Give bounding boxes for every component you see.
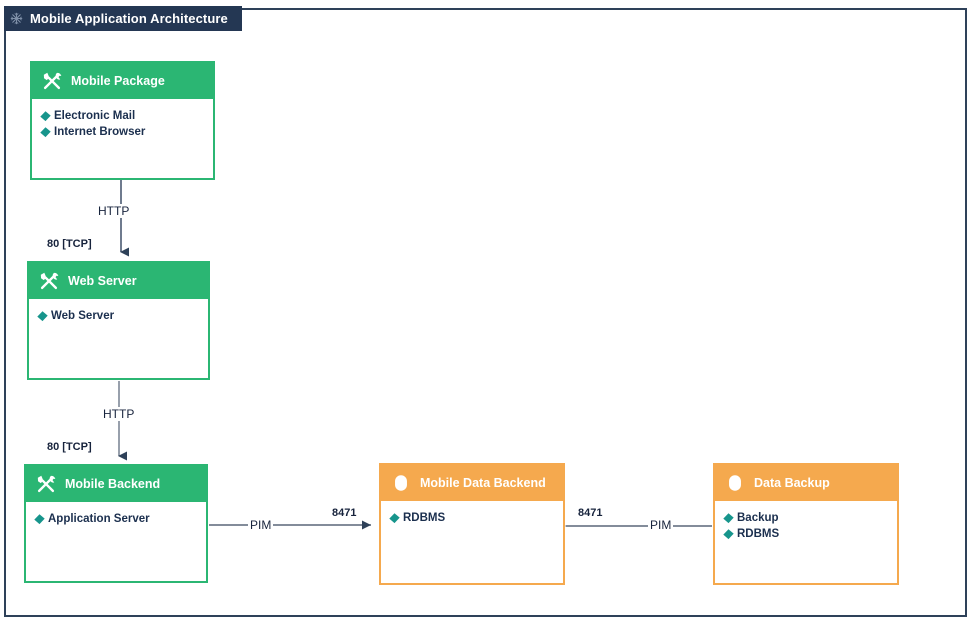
list-item-label: Internet Browser [54,126,146,138]
edge-label-port-data-backup-to-mobile-data-backend: 8471 [576,507,605,519]
node-header-mobile-data-backend: Mobile Data Backend [381,465,563,501]
node-web-server[interactable]: Web Server Web Server [27,261,210,380]
node-header-mobile-backend: Mobile Backend [26,466,206,502]
list-item-label: Application Server [48,513,150,525]
node-title-web-server: Web Server [68,274,137,288]
edge-label-port-web-server-to-mobile-backend: 80 [TCP] [45,441,94,453]
list-item[interactable]: Electronic Mail [39,109,213,124]
edge-label-protocol-data-backup-to-mobile-data-backend: PIM [648,518,674,532]
node-body-web-server: Web Server [29,299,208,324]
tools-icon [40,272,59,290]
diamond-icon [723,529,734,540]
list-item-label: Electronic Mail [54,110,136,122]
list-item[interactable]: RDBMS [388,511,563,526]
diamond-icon [723,513,734,524]
window-title-bar: Mobile Application Architecture [4,6,242,31]
node-body-mobile-backend: Application Server [26,502,206,527]
list-item-label: RDBMS [737,528,780,540]
window-title: Mobile Application Architecture [30,11,228,26]
list-item[interactable]: Application Server [33,512,206,527]
edge-label-protocol-mobile-package-to-web-server: HTTP [96,204,132,218]
list-item[interactable]: RDBMS [722,527,897,542]
diamond-icon [34,514,45,525]
diamond-icon [37,311,48,322]
list-item[interactable]: Internet Browser [39,125,213,140]
list-item-label: RDBMS [403,512,446,524]
node-header-web-server: Web Server [29,263,208,299]
diamond-icon [40,127,51,138]
node-title-data-backup: Data Backup [754,476,830,490]
node-mobile-backend[interactable]: Mobile Backend Application Server [24,464,208,583]
edge-label-port-mobile-package-to-web-server: 80 [TCP] [45,238,94,250]
list-item-label: Backup [737,512,779,524]
node-body-data-backup: Backup RDBMS [715,501,897,542]
edge-label-protocol-web-server-to-mobile-backend: HTTP [101,407,137,421]
list-item[interactable]: Web Server [36,309,208,324]
node-mobile-data-backend[interactable]: Mobile Data Backend RDBMS [379,463,565,585]
node-title-mobile-backend: Mobile Backend [65,477,161,491]
node-title-mobile-data-backend: Mobile Data Backend [420,476,546,490]
node-body-mobile-data-backend: RDBMS [381,501,563,526]
tools-icon [43,72,62,90]
list-item-label: Web Server [51,310,115,322]
node-mobile-package[interactable]: Mobile Package Electronic Mail Internet … [30,61,215,180]
database-icon [729,475,741,491]
diamond-icon [389,513,400,524]
tools-icon [37,475,56,493]
node-data-backup[interactable]: Data Backup Backup RDBMS [713,463,899,585]
snowflake-icon [10,12,23,25]
node-header-mobile-package: Mobile Package [32,63,213,99]
edge-label-protocol-mobile-backend-to-mobile-data-backend: PIM [248,518,274,532]
edge-label-port-mobile-backend-to-mobile-data-backend: 8471 [330,507,359,519]
node-header-data-backup: Data Backup [715,465,897,501]
diamond-icon [40,111,51,122]
node-title-mobile-package: Mobile Package [71,74,165,88]
list-item[interactable]: Backup [722,511,897,526]
node-body-mobile-package: Electronic Mail Internet Browser [32,99,213,140]
database-icon [395,475,407,491]
